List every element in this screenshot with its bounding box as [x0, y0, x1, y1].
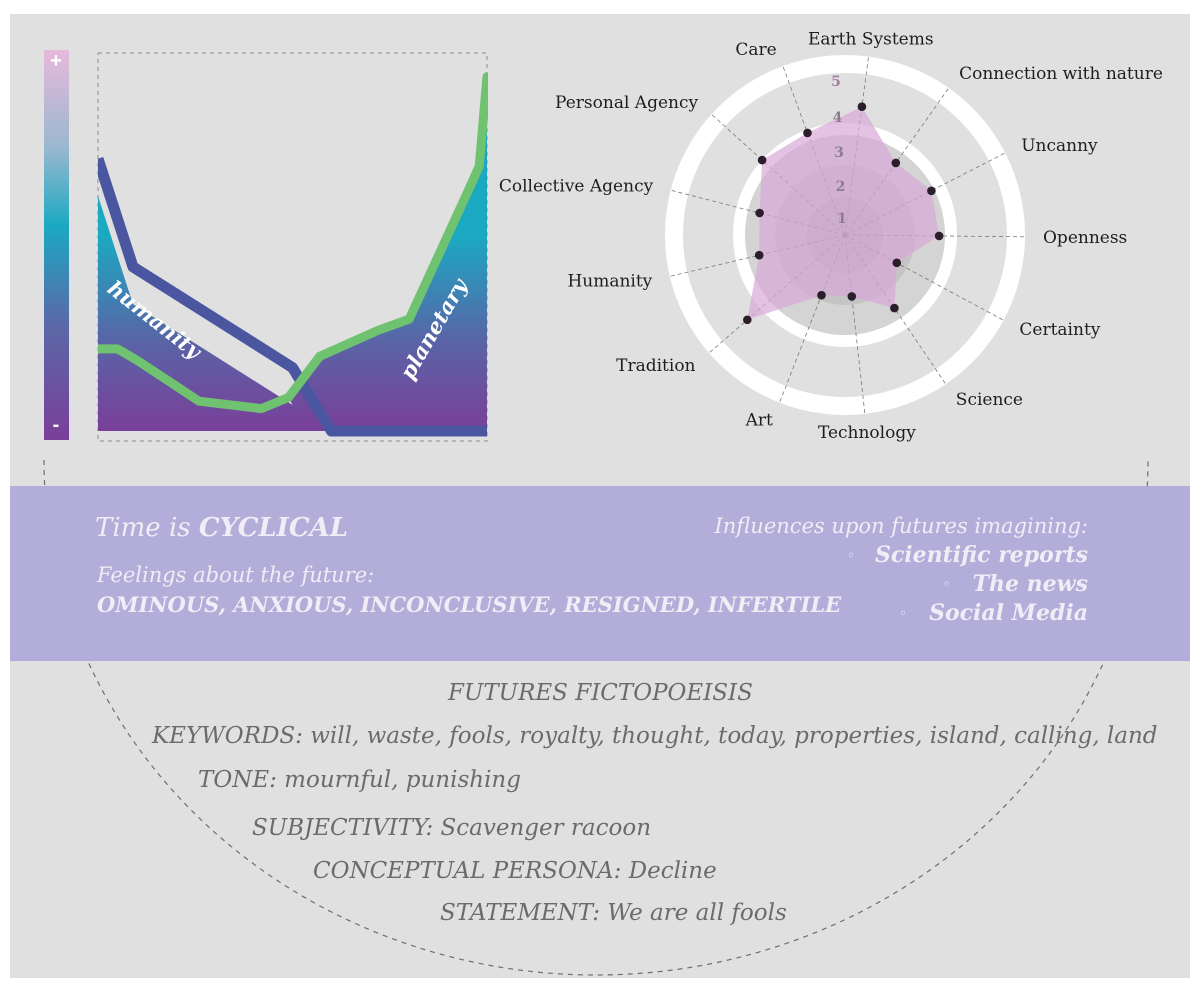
area-fill: [98, 76, 487, 432]
influences-list: ◦ Scientific reports ◦ The news ◦ Social Me…: [847, 541, 1088, 628]
time-value: CYCLICAL: [198, 513, 348, 543]
bullet-icon: ◦: [942, 577, 951, 593]
radar-value-area: [747, 106, 940, 320]
info-band: [10, 486, 1190, 661]
influence-label: Scientific reports: [875, 542, 1088, 568]
series-line-planetary: [98, 72, 488, 414]
fictopoeisis-title: FUTURES FICTOPOEISIS: [448, 680, 753, 706]
series-line-humanity: [98, 157, 487, 437]
time-statement: Time is CYCLICAL: [95, 513, 348, 543]
radar-axis-label: Openness: [1043, 228, 1127, 248]
radar-axis-label: Collective Agency: [499, 177, 654, 197]
radar-point: [743, 315, 752, 325]
radar-point: [857, 102, 867, 111]
radar-axis-label: Tradition: [616, 356, 695, 376]
radar-axis-label: Humanity: [567, 271, 652, 291]
statement-line: STATEMENT: We are all fools: [440, 900, 787, 926]
radar-point: [803, 128, 812, 138]
radar-axis-label: Care: [735, 40, 776, 60]
influence-label: Social Media: [929, 600, 1088, 626]
radar-point: [891, 158, 901, 168]
time-prefix: Time is: [95, 513, 199, 543]
list-item: ◦ The news: [847, 570, 1088, 599]
line-chart: humanity planetary: [97, 52, 488, 442]
radar-axis-label: Connection with nature: [959, 64, 1163, 84]
radar-ring-label: 2: [836, 179, 846, 195]
radar-point: [817, 290, 826, 300]
radar-point: [754, 250, 764, 260]
keywords-line: KEYWORDS: will, waste, fools, royalty, t…: [152, 723, 1158, 749]
radar-ring-label: 1: [837, 211, 847, 227]
list-item: ◦ Social Media: [847, 599, 1088, 628]
gradient-scale-bar: [44, 50, 69, 440]
radar-axis-label: Science: [956, 390, 1023, 410]
bullet-icon: ◦: [846, 548, 855, 564]
persona-line: CONCEPTUAL PERSONA: Decline: [313, 858, 717, 884]
radar-point: [890, 303, 899, 313]
radar-axis-label: Art: [745, 410, 773, 430]
feelings-values: OMINOUS, ANXIOUS, INCONCLUSIVE, RESIGNED…: [97, 592, 842, 617]
tone-line: TONE: mournful, punishing: [198, 767, 521, 793]
radar-point: [755, 208, 764, 218]
radar-point: [934, 231, 944, 241]
influence-label: The news: [972, 571, 1088, 597]
radar-axis-label: Uncanny: [1021, 136, 1098, 156]
radar-axis-label: Personal Agency: [555, 93, 698, 113]
radar-axis-label: Earth Systems: [808, 30, 934, 50]
radar-ring-label: 4: [833, 110, 843, 126]
radar-point: [757, 155, 767, 165]
bullet-icon: ◦: [898, 606, 908, 622]
radar-point: [847, 292, 857, 301]
radar-point: [892, 258, 902, 268]
radar-point: [927, 186, 936, 196]
radar-ring-label: 5: [831, 74, 841, 90]
scale-minus-label: -: [53, 414, 60, 436]
subjectivity-line: SUBJECTIVITY: Scavenger racoon: [252, 815, 652, 841]
influences-title: Influences upon futures imagining:: [714, 514, 1088, 538]
scale-plus-label: +: [50, 50, 62, 72]
feelings-label: Feelings about the future:: [97, 563, 375, 587]
radar-axis-label: Technology: [818, 423, 916, 443]
radar-axis-label: Certainty: [1019, 320, 1100, 340]
list-item: ◦ Scientific reports: [847, 541, 1088, 570]
radar-ring-label: 3: [834, 145, 844, 161]
